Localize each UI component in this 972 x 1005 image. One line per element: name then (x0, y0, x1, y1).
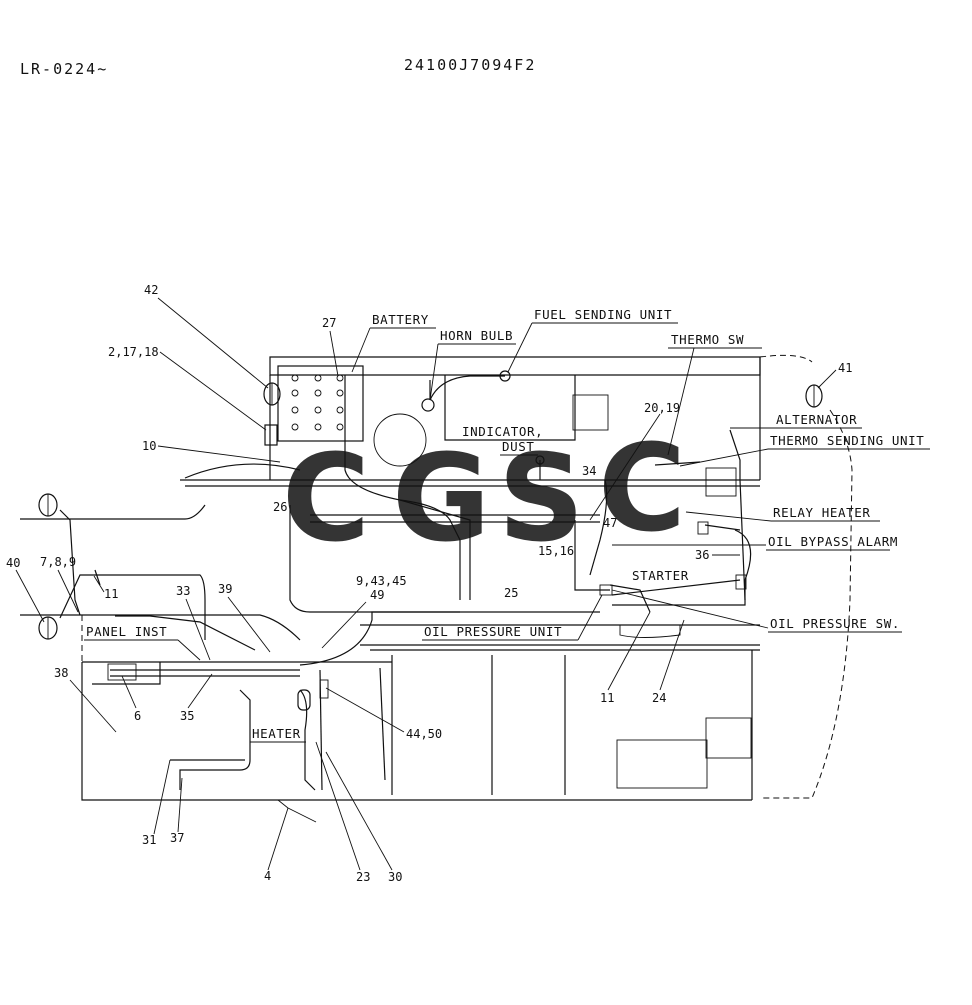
callout-4: 4 (264, 869, 271, 883)
callout-26: 26 (273, 500, 287, 514)
callout-39: 39 (218, 582, 232, 596)
callout-15-16: 15,16 (538, 544, 574, 558)
label-oil-pressure-sw: OIL PRESSURE SW. (770, 616, 900, 631)
callout-6: 6 (134, 709, 141, 723)
callouts: 42 27 2,17,18 10 26 41 20,19 34 15,16 47… (6, 283, 852, 884)
label-thermo-sending-unit: THERMO SENDING UNIT (770, 433, 924, 448)
callout-38: 38 (54, 666, 68, 680)
label-starter: STARTER (632, 568, 689, 583)
callout-42: 42 (144, 283, 158, 297)
callout-40: 40 (6, 556, 20, 570)
label-horn-bulb: HORN BULB (440, 328, 513, 343)
label-indicator: INDICATOR, (462, 424, 543, 439)
label-battery: BATTERY (372, 312, 429, 327)
label-panel-inst: PANEL INST (86, 624, 167, 639)
drawing-code: LR-0224~ (20, 60, 108, 78)
callout-20-19: 20,19 (644, 401, 680, 415)
callout-34: 34 (582, 464, 596, 478)
connector-6-icon (107, 663, 137, 681)
callout-36: 36 (695, 548, 709, 562)
watermark: C G S C (282, 420, 686, 569)
label-dust: DUST (502, 439, 535, 454)
battery-terminals-icon (291, 374, 344, 431)
callout-9-43-45: 9,43,45 (356, 574, 407, 588)
callout-10: 10 (142, 439, 156, 453)
callout-37: 37 (170, 831, 184, 845)
callout-27: 27 (322, 316, 336, 330)
horn-bulb-icon (421, 398, 435, 412)
callout-7-8-9: 7,8,9 (40, 555, 76, 569)
callout-11-left: 11 (104, 587, 118, 601)
callout-30: 30 (388, 870, 402, 884)
fuse-2-17-18-icon (264, 424, 278, 446)
callout-49: 49 (370, 588, 384, 602)
callout-31: 31 (142, 833, 156, 847)
heater-icon (297, 689, 311, 711)
fuel-sending-unit-icon (499, 370, 511, 382)
starter-icon (735, 574, 747, 590)
callout-47: 47 (603, 516, 617, 530)
callout-25: 25 (504, 586, 518, 600)
label-alternator: ALTERNATOR (776, 412, 857, 427)
machine-outline (40, 354, 853, 801)
callout-44-50: 44,50 (406, 727, 442, 741)
callout-35: 35 (180, 709, 194, 723)
label-heater: HEATER (252, 726, 301, 741)
watermark-letter-c1: C (282, 430, 370, 569)
labels: BATTERY HORN BULB FUEL SENDING UNIT THER… (84, 307, 930, 743)
wiring-harness (20, 375, 752, 791)
watermark-letter-g: G (392, 430, 491, 569)
part-number: 24100J7094F2 (404, 56, 536, 74)
relay-heater-icon (697, 521, 709, 535)
watermark-letter-c2: C (598, 420, 686, 559)
callout-11-right: 11 (600, 691, 614, 705)
callout-2-17-18: 2,17,18 (108, 345, 159, 359)
dust-indicator-icon (535, 455, 545, 465)
callout-23: 23 (356, 870, 370, 884)
connector-44-50-icon (319, 679, 329, 699)
label-oil-pressure-unit: OIL PRESSURE UNIT (424, 624, 562, 639)
callout-24: 24 (652, 691, 666, 705)
label-fuel-sending-unit: FUEL SENDING UNIT (534, 307, 672, 322)
watermark-letter-s: S (498, 430, 584, 569)
label-relay-heater: RELAY HEATER (773, 505, 871, 520)
callout-41: 41 (838, 361, 852, 375)
label-thermo-sw: THERMO SW (671, 332, 744, 347)
callout-33: 33 (176, 584, 190, 598)
label-oil-bypass-alarm: OIL BYPASS ALARM (768, 534, 898, 549)
